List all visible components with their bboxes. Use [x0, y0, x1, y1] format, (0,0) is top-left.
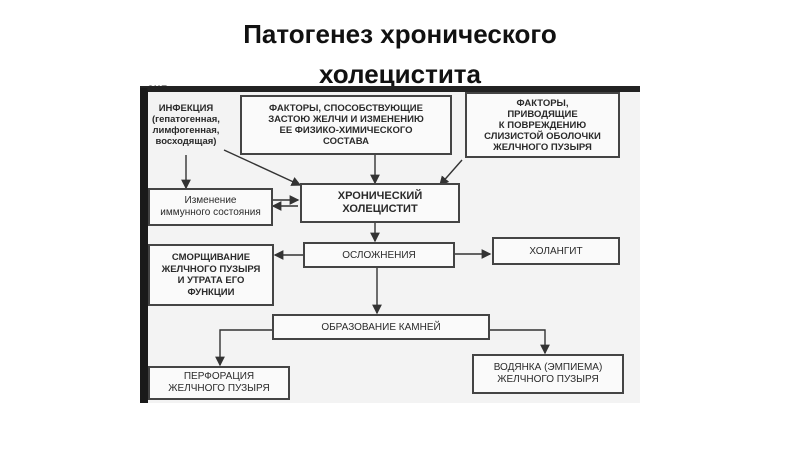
node-shrinkage: СМОРЩИВАНИЕ ЖЕЛЧНОГО ПУЗЫРЯ И УТРАТА ЕГО…: [148, 244, 274, 306]
node-chronic-cholecystitis: ХРОНИЧЕСКИЙ ХОЛЕЦИСТИТ: [300, 183, 460, 223]
scan-left-edge: [140, 88, 148, 403]
arrow-damage-to-cholecystitis: [439, 159, 463, 187]
arrow-infection-to-cholecystitis: [223, 149, 302, 186]
scan-header-fragment: СХЕ: [147, 84, 169, 94]
node-cholangitis: ХОЛАНГИТ: [492, 237, 620, 265]
node-perforation: ПЕРФОРАЦИЯ ЖЕЛЧНОГО ПУЗЫРЯ: [148, 366, 290, 400]
node-complications: ОСЛОЖНЕНИЯ: [303, 242, 455, 268]
slide-title: Патогенез хронического холецистита: [243, 19, 557, 89]
scan-top-edge: [140, 86, 640, 92]
node-factors-damage: ФАКТОРЫ, ПРИВОДЯЩИЕ К ПОВРЕЖДЕНИЮ СЛИЗИС…: [465, 92, 620, 158]
arrow-stones-to-perforation: [215, 329, 272, 367]
node-factors-stasis: ФАКТОРЫ, СПОСОБСТВУЮЩИЕ ЗАСТОЮ ЖЕЛЧИ И И…: [240, 95, 452, 155]
node-hydrops: ВОДЯНКА (ЭМПИЕМА) ЖЕЛЧНОГО ПУЗЫРЯ: [472, 354, 624, 394]
node-infection: ИНФЕКЦИЯ (гепатогенная, лимфогенная, вос…: [152, 103, 220, 147]
node-stone-formation: ОБРАЗОВАНИЕ КАМНЕЙ: [272, 314, 490, 340]
node-immune-change: Изменение иммунного состояния: [148, 188, 273, 226]
arrow-stones-to-hydrops: [490, 329, 550, 355]
